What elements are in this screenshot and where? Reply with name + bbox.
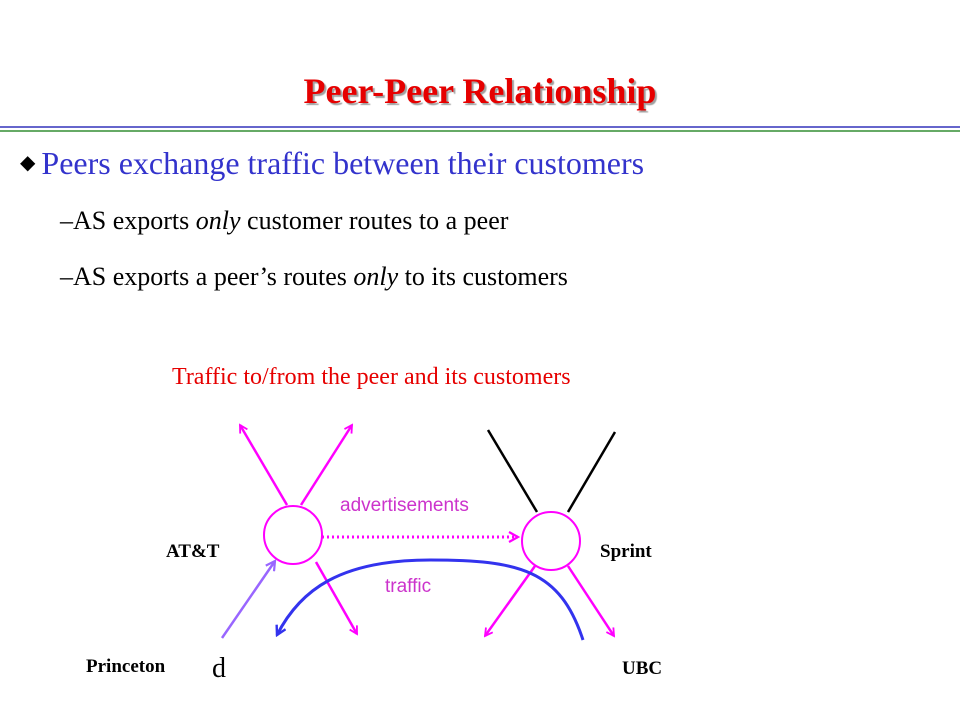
sprint-upper-right-link xyxy=(566,431,617,513)
sub-bullet-dash: – xyxy=(60,206,73,235)
att-down-right-arrow xyxy=(314,561,359,634)
sub-bullet-text: AS exports a peer’s routes xyxy=(73,262,354,291)
sprint-node xyxy=(521,511,581,571)
advertisements-label: advertisements xyxy=(340,495,469,516)
sub-bullet-1: –AS exports only customer routes to a pe… xyxy=(60,206,508,236)
traffic-label: traffic xyxy=(385,576,431,597)
sprint-down-left-arrow xyxy=(485,565,537,636)
main-bullet-text: Peers exchange traffic between their cus… xyxy=(41,145,645,181)
title-rule-blue xyxy=(0,126,960,128)
title-rule-green xyxy=(0,130,960,132)
sprint-down-right-arrow xyxy=(566,565,616,636)
att-up-right-arrow xyxy=(299,425,354,506)
princeton-to-att-arrow xyxy=(220,561,275,639)
slide-title: Peer-Peer Relationship xyxy=(303,71,657,111)
ubc-label: UBC xyxy=(622,658,662,679)
main-bullet: ◆Peers exchange traffic between their cu… xyxy=(20,145,644,182)
att-node xyxy=(263,505,323,565)
sub-bullet-text: customer routes to a peer xyxy=(240,206,509,235)
att-label: AT&T xyxy=(166,541,220,562)
destination-d-label: d xyxy=(212,653,226,684)
sub-bullet-text: AS exports xyxy=(73,206,196,235)
sub-bullet-2: –AS exports a peer’s routes only to its … xyxy=(60,262,568,292)
sub-bullet-text: to its customers xyxy=(398,262,568,291)
diamond-bullet-icon: ◆ xyxy=(20,152,36,174)
diagram-caption: Traffic to/from the peer and its custome… xyxy=(172,364,571,390)
sub-bullet-emphasis: only xyxy=(353,262,399,291)
sub-bullet-dash: – xyxy=(60,262,73,291)
sprint-upper-left-link xyxy=(486,429,539,513)
traffic-curve-arrow xyxy=(277,558,585,641)
sprint-label: Sprint xyxy=(600,541,652,562)
princeton-label: Princeton xyxy=(86,656,166,677)
att-up-left-arrow xyxy=(238,425,289,506)
sub-bullet-emphasis: only xyxy=(195,206,241,235)
